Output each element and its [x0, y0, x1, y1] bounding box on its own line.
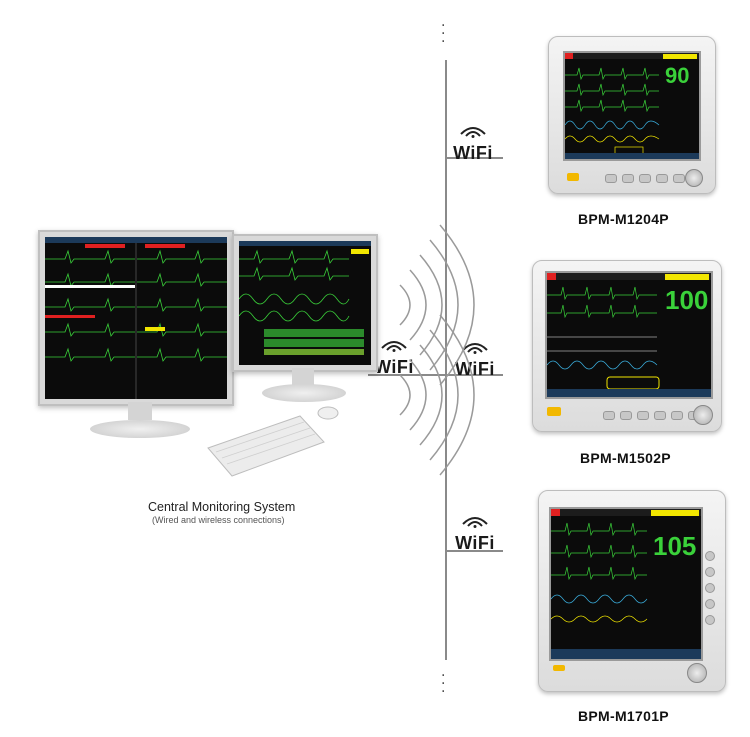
model-label-m1701p: BPM-M1701P — [578, 708, 669, 724]
rotary-knob[interactable] — [687, 663, 707, 683]
heart-rate-value: 90 — [665, 63, 689, 89]
model-label-m1502p: BPM-M1502P — [580, 450, 671, 466]
rotary-knob[interactable] — [693, 405, 713, 425]
heart-rate-value: 105 — [653, 531, 696, 562]
control-buttons[interactable] — [603, 411, 700, 420]
wifi-label-1: WiFi — [447, 124, 499, 164]
alarm-indicator — [547, 407, 561, 416]
patient-monitor-m1701p: 105 — [538, 490, 726, 692]
central-system-title: Central Monitoring System — [148, 500, 295, 514]
wireless-signal-arcs — [380, 205, 500, 495]
device-screen: 105 — [549, 507, 703, 661]
continuation-dots-top: ··· — [441, 22, 445, 46]
alarm-indicator — [553, 665, 565, 671]
monitor-stand-left — [90, 402, 190, 442]
keyboard — [204, 412, 328, 482]
mouse — [316, 404, 340, 422]
device-screen: 100 — [545, 271, 713, 399]
central-monitor-left — [38, 230, 234, 406]
central-system-subtitle: (Wired and wireless connections) — [152, 515, 285, 525]
central-screen-right — [239, 241, 371, 365]
central-screen-left — [45, 237, 227, 399]
heart-rate-value: 100 — [665, 285, 708, 316]
alarm-indicator — [567, 173, 579, 181]
wifi-icon — [460, 514, 490, 528]
device-screen: 90 — [563, 51, 701, 161]
rotary-knob[interactable] — [685, 169, 703, 187]
wifi-label-3: WiFi — [449, 514, 501, 554]
wifi-icon — [458, 124, 488, 138]
continuation-dots-bottom: ··· — [441, 672, 445, 696]
central-monitor-right — [232, 234, 378, 372]
side-control-buttons[interactable] — [705, 551, 715, 625]
model-label-m1204p: BPM-M1204P — [578, 211, 669, 227]
monitor-stand-right — [262, 368, 346, 404]
patient-monitor-m1204p: 90 — [548, 36, 716, 194]
patient-monitor-m1502p: 100 — [532, 260, 722, 432]
